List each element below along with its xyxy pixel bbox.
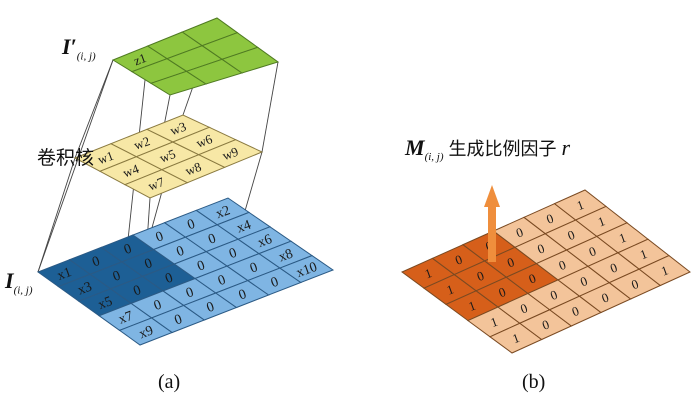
input-cell-label: x6 (256, 232, 274, 251)
input-cell-label: x7 (117, 309, 135, 328)
mask-cell-label: 1 (488, 314, 499, 330)
input-cell-label: 0 (111, 268, 123, 284)
input-feature-subscript: (i, j) (13, 284, 33, 297)
mask-cell-label: 1 (445, 281, 456, 297)
mask-cell-label: 1 (575, 197, 586, 213)
mask-cell-label: 1 (596, 213, 607, 229)
mask-cell-label: 0 (453, 252, 464, 268)
mask-title: M(i, j) 生成比例因子 r (405, 135, 570, 163)
mask-cell-label: 0 (600, 289, 611, 305)
input-cell-label: 0 (122, 241, 134, 257)
input-cell-label: x4 (235, 218, 253, 237)
kernel-grid: w1 w2 w3 w4 w5 w6 w7 w8 w9 (73, 114, 264, 199)
input-cell-label: 0 (175, 244, 187, 260)
input-feature-grid: x10000x2x30000x4x50000x6x70000x8x90000x1… (36, 197, 335, 346)
mask-grid: 100001100001100001100001100001 (401, 189, 691, 354)
input-cell-label: 0 (152, 297, 164, 313)
mask-cell-label: 0 (566, 227, 577, 243)
mask-cell-label: 0 (527, 270, 538, 286)
mask-cell-label: 0 (497, 284, 508, 300)
kernel-cell-label: w5 (157, 146, 177, 166)
input-cell-label: x8 (277, 246, 295, 265)
mask-cell-label: 0 (518, 300, 529, 316)
input-cell-label: 0 (216, 273, 228, 289)
kernel-label: 卷积核 (37, 147, 95, 169)
output-cell-label: z1 (132, 50, 149, 68)
input-cell-label: x2 (214, 203, 232, 222)
mask-cell-label: 0 (505, 254, 516, 270)
mask-cell-label: 0 (608, 260, 619, 276)
input-cell-label: 0 (195, 258, 207, 274)
mask-description: 生成比例因子 (448, 139, 557, 160)
mask-cell-label: 0 (629, 276, 640, 292)
kernel-cell-label: w7 (146, 174, 167, 194)
input-cell-label: 0 (237, 287, 249, 303)
kernel-cell-label: w1 (96, 148, 116, 168)
projection-line (37, 59, 114, 273)
mask-cell-label: 0 (475, 268, 486, 284)
mask-cell-label: 0 (587, 243, 598, 259)
output-feature-grid: z1 (111, 17, 280, 96)
input-cell-label: x5 (96, 294, 114, 313)
kernel-cell-label: w9 (220, 144, 240, 164)
mask-cell-label: 0 (548, 287, 559, 303)
mask-cell-label: 0 (544, 211, 555, 227)
input-cell-label: 0 (173, 312, 185, 328)
caption-b: (b) (522, 371, 546, 393)
output-feature-label: I′(i, j) (62, 34, 96, 62)
scale-factor-symbol: r (561, 135, 571, 160)
input-cell-label: 0 (248, 260, 260, 276)
input-cell-label: 0 (227, 246, 239, 262)
input-cell-label: x10 (294, 260, 319, 281)
output-cell (221, 46, 280, 74)
input-cell-label: 0 (154, 229, 166, 245)
kernel-cell-label: w4 (121, 161, 142, 181)
input-feature-symbol: I (5, 268, 14, 293)
input-cell-label: 0 (269, 275, 281, 291)
input-feature-label: I(i, j) (5, 268, 33, 296)
mask-cell-label: 1 (659, 262, 670, 278)
mask-cell-label: 0 (540, 317, 551, 333)
input-cell (278, 255, 335, 284)
mask-cell-label: 1 (510, 330, 521, 346)
mask-cell-label: 0 (570, 303, 581, 319)
mask-cell-label: 0 (514, 224, 525, 240)
input-cell-label: 0 (184, 285, 196, 301)
input-cell-label: 0 (163, 271, 175, 287)
up-arrow-icon (484, 185, 500, 262)
kernel-cell-label: w8 (183, 159, 203, 179)
mask-cell-label: 1 (466, 298, 477, 314)
mask-cell (638, 255, 691, 287)
input-cell-label: 0 (186, 217, 198, 233)
input-cell-label: x1 (55, 265, 73, 284)
input-cell-label: x9 (137, 323, 155, 342)
kernel-cell (197, 139, 264, 168)
mask-cell-label: 0 (535, 241, 546, 257)
mask-cell-label: 1 (617, 230, 628, 246)
mask-cell-label: 1 (638, 246, 649, 262)
projection-line (261, 61, 279, 153)
input-cell-label: 0 (143, 256, 155, 272)
projection-line (37, 157, 76, 273)
input-cell-label: 0 (206, 231, 218, 247)
input-cell-label: 0 (131, 283, 143, 299)
kernel-cell-label: w6 (194, 131, 215, 151)
mask-cell-label: 0 (578, 273, 589, 289)
kernel-cell-label: w3 (168, 119, 188, 139)
mask-cell-label: 0 (557, 257, 568, 273)
mask-cell-label: 1 (423, 265, 434, 281)
projection-line (74, 59, 114, 159)
output-feature-subscript: (i, j) (76, 50, 96, 63)
caption-a: (a) (158, 371, 181, 393)
mask-subscript: (i, j) (424, 151, 444, 163)
kernel-cell-label: w2 (132, 133, 152, 153)
input-cell-label: x3 (76, 280, 94, 299)
mask-symbol: M (405, 135, 425, 160)
input-cell-label: 0 (205, 300, 217, 316)
input-cell-label: 0 (90, 254, 102, 270)
output-feature-symbol: I′ (62, 34, 77, 59)
